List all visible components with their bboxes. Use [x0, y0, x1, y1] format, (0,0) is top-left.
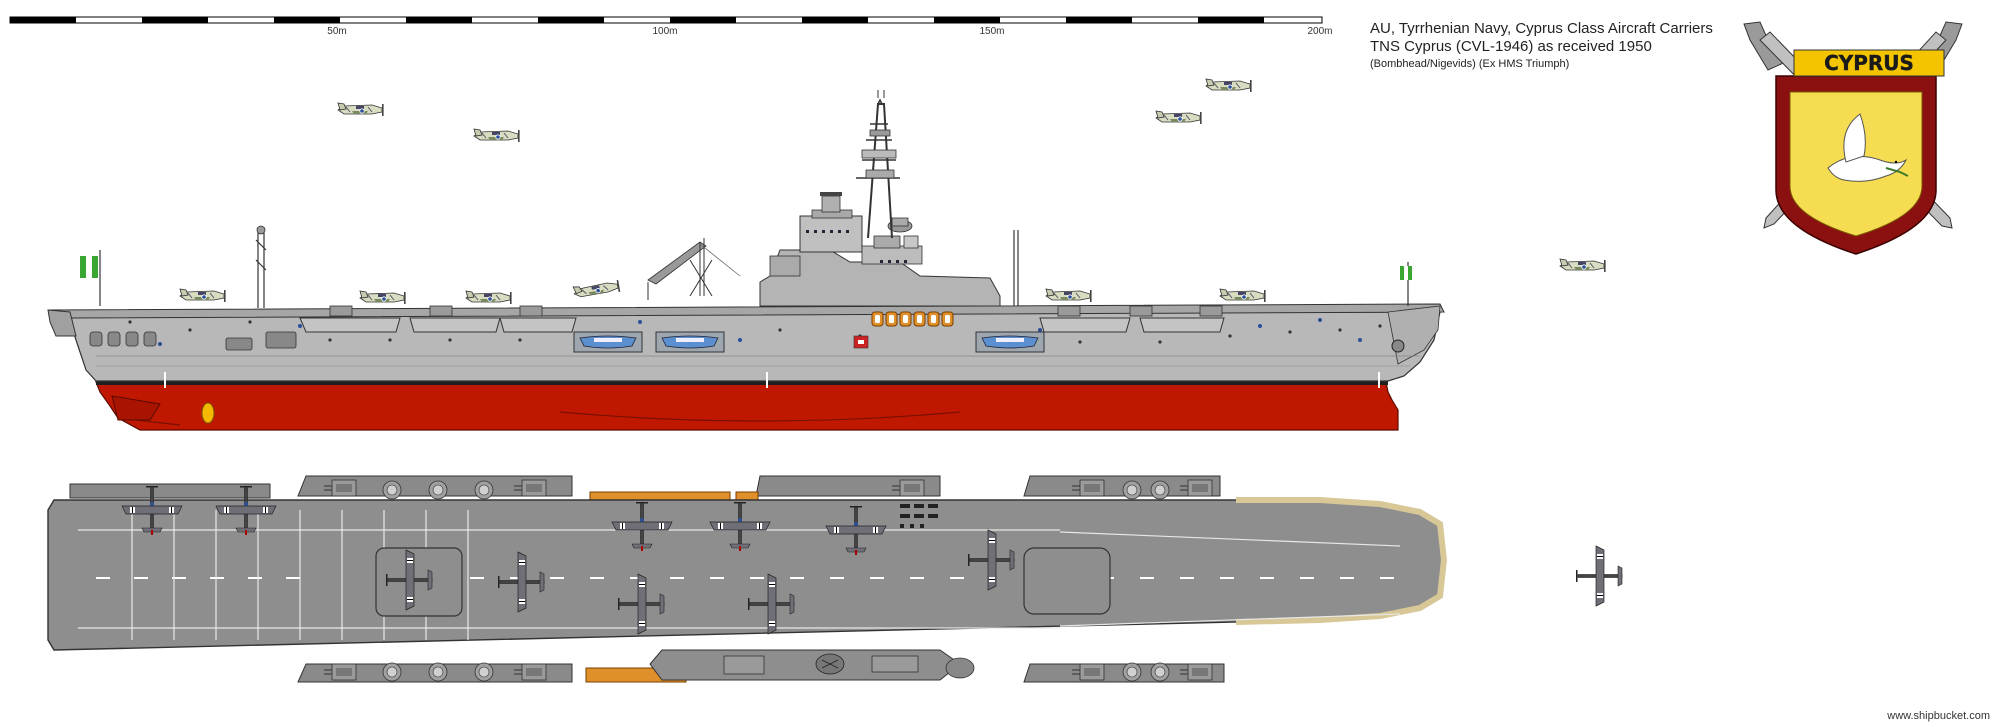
scale-label-150m: 150m: [979, 26, 1005, 37]
title-line-3: (Bombhead/Nigevids) (Ex HMS Triumph): [1370, 58, 1570, 70]
crest-banner: [1793, 49, 1945, 77]
top-view: [47, 475, 1623, 683]
crest: CYPRUS: [1743, 21, 1963, 255]
title-line-2: TNS Cyprus (CVL-1946) as received 1950: [1370, 38, 1652, 55]
scale-label-200m: 200m: [1307, 26, 1333, 37]
scale-bar-segments: [9, 16, 1323, 24]
hull-antifouling: [95, 381, 1399, 431]
dove-icon: [1827, 113, 1909, 182]
title-line-1: AU, Tyrrhenian Navy, Cyprus Class Aircra…: [1370, 20, 1713, 37]
hull-bootline: [96, 380, 1388, 385]
island: [80, 90, 1412, 308]
crest-banner-text: CYPRUS: [1824, 51, 1914, 75]
credit-text: www.shipbucket.com: [1887, 710, 1990, 722]
side-profile: [47, 78, 1607, 431]
scale-label-50m: 50m: [327, 26, 347, 37]
scale-label-100m: 100m: [652, 26, 678, 37]
